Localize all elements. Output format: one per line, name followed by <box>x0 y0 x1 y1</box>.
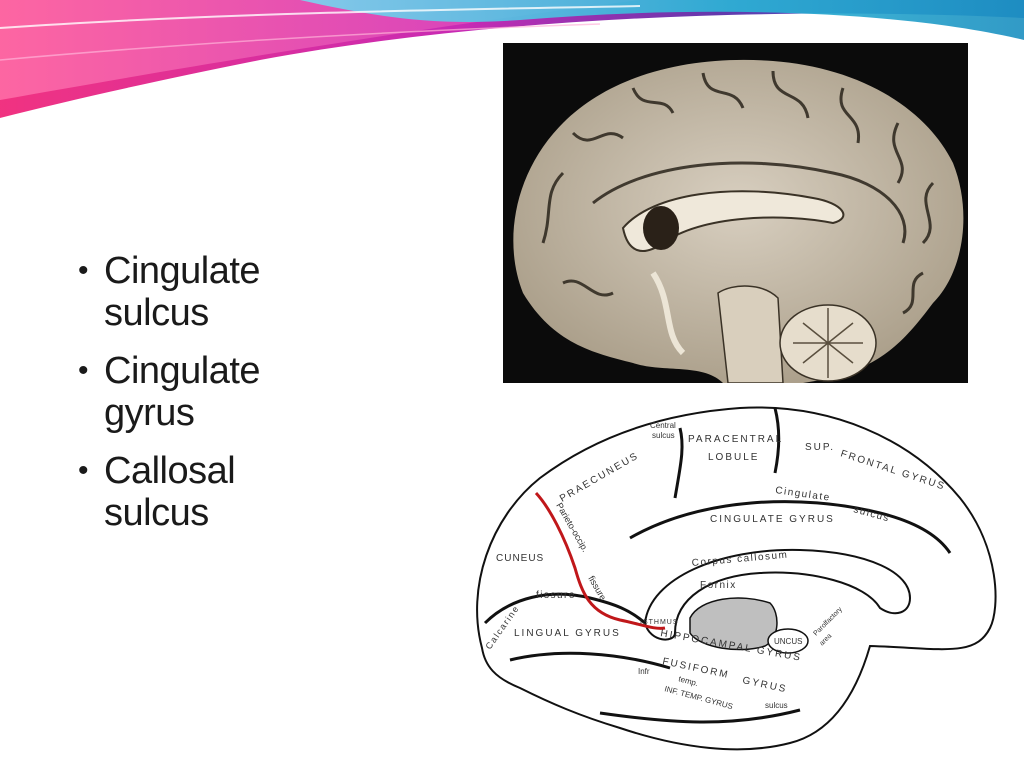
label-uncus: UNCUS <box>774 637 802 646</box>
corpus-callosum <box>643 548 912 641</box>
label-paracentral: PARACENTRAL <box>688 434 783 445</box>
label-temp-sulcus: sulcus <box>765 701 788 710</box>
calcarine-fissure-line <box>483 592 646 625</box>
header-banner <box>0 0 1024 118</box>
brain-diagram: Central sulcus PARACENTRAL LOBULE PRAECU… <box>476 406 997 751</box>
label-isthmus: ISTHMUS <box>640 619 679 626</box>
label-infr: Infr <box>638 667 650 676</box>
label-lobule: LOBULE <box>708 452 759 463</box>
bullet-dot: • <box>78 454 89 487</box>
bullet-item: • Cingulate sulcus <box>78 250 338 334</box>
label-central-sulcus: Central <box>650 421 676 430</box>
label-fornix: Fornix <box>700 580 737 591</box>
brain-photo <box>503 43 968 383</box>
thalamus <box>689 597 778 651</box>
collateral-sulcus-line <box>509 651 671 670</box>
label-sup: SUP. <box>805 442 835 453</box>
label-central-sulcus-2: sulcus <box>652 431 675 440</box>
parieto-occipital-fissure <box>534 491 666 630</box>
label-calcarine-fissure: fissure <box>536 590 576 601</box>
label-cingulate-gyrus: CINGULATE GYRUS <box>710 514 835 525</box>
bullet-dot: • <box>78 354 89 387</box>
bullet-list: • Cingulate sulcus • Cingulate gyrus • Call… <box>78 250 338 550</box>
bullet-text: Cingulate gyrus <box>104 350 261 434</box>
bullet-dot: • <box>78 254 89 287</box>
uncus <box>767 628 809 654</box>
brain-outline <box>476 406 997 751</box>
label-lingual-gyrus: LINGUAL GYRUS <box>514 628 621 639</box>
cingulate-sulcus-line <box>629 500 952 554</box>
bullet-text: Callosal sulcus <box>104 450 236 534</box>
bullet-item: • Callosal sulcus <box>78 450 338 534</box>
bullet-item: • Cingulate gyrus <box>78 350 338 434</box>
central-sulcus-line <box>673 427 684 499</box>
inf-temp-sulcus-line <box>599 708 801 724</box>
label-cuneus: CUNEUS <box>496 553 544 564</box>
paracentral-boundary <box>773 407 781 474</box>
bullet-text: Cingulate sulcus <box>104 250 261 334</box>
